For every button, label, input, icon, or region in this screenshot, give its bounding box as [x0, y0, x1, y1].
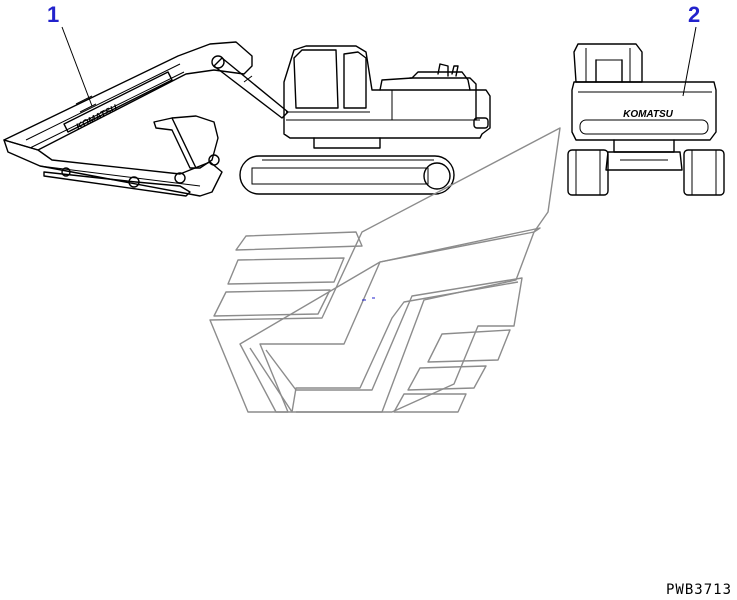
- excavator-rear-view: KOMATSU: [567, 43, 725, 196]
- boom: KOMATSU: [3, 41, 253, 151]
- callout-2[interactable]: 2: [682, 2, 700, 97]
- undercarriage: [239, 155, 455, 195]
- left-track: [567, 149, 609, 196]
- upper-structure: [283, 45, 491, 139]
- boom-cylinder: [211, 55, 289, 119]
- drawing-code: PWB3713: [666, 582, 732, 598]
- swing-frame: [313, 137, 381, 149]
- callout-2-number: 2: [688, 2, 700, 27]
- callout-2-leader: [682, 26, 697, 97]
- callout-1[interactable]: 1: [47, 2, 93, 107]
- counterweight: [571, 81, 717, 141]
- komatsu-emblem: [209, 127, 561, 413]
- cab-side-window: [343, 51, 367, 109]
- boom-logo: KOMATSU: [74, 102, 119, 131]
- bucket: [153, 115, 220, 169]
- right-track: [683, 149, 725, 196]
- cab-front-window: [293, 49, 339, 109]
- callout-1-number: 1: [47, 2, 59, 27]
- callout-1-leader: [61, 26, 93, 107]
- arm: [3, 139, 223, 197]
- boom-decal-panel: [63, 71, 173, 133]
- rear-logo: KOMATSU: [623, 109, 674, 120]
